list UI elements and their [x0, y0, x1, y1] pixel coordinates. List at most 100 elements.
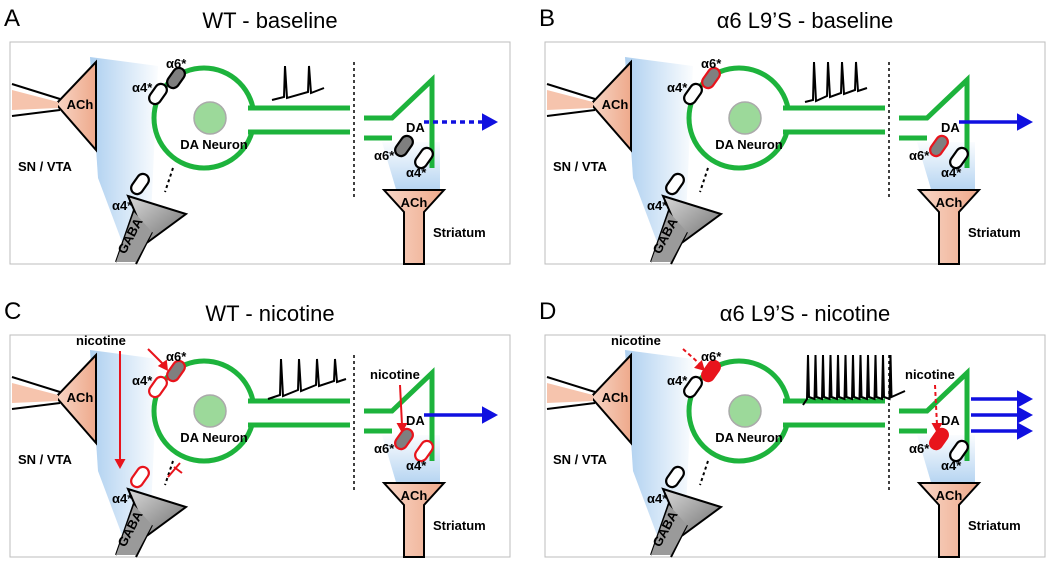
alpha4-receptor-terminal: [414, 146, 434, 170]
striatum-label: Striatum: [968, 225, 1021, 240]
da-nucleus: [728, 394, 762, 428]
ach-label-left: ACh: [67, 390, 94, 405]
release-arrowhead-3: [1017, 422, 1033, 440]
da-label: DA: [406, 120, 425, 135]
alpha4-label-soma: α4*: [132, 80, 153, 95]
nicotine-arrowhead-a6: [157, 359, 168, 371]
ach-soma-striatum: [916, 482, 982, 558]
alpha6-label-soma: α6*: [701, 56, 722, 71]
da-axon-gap: [248, 108, 350, 132]
gaba-synapse: [699, 167, 709, 193]
alpha4-receptor-soma: [148, 82, 168, 106]
alpha4-receptor-gaba: [665, 172, 685, 196]
sn-vta-field: [90, 57, 158, 242]
ach-label-left: ACh: [67, 97, 94, 112]
release-arrowhead: [1017, 113, 1033, 131]
alpha4-receptor-terminal: [949, 146, 969, 170]
alpha6-receptor-soma: [701, 66, 721, 90]
release-arrowhead: [482, 406, 498, 424]
alpha6-label-soma: α6*: [166, 349, 187, 364]
alpha4-label-gaba: α4*: [112, 198, 133, 213]
ach-soma-left: [589, 59, 632, 153]
gaba-synapse: [164, 460, 174, 486]
da-nucleus: [193, 394, 227, 428]
region-label: SN / VTA: [18, 159, 73, 174]
gaba-axon: [650, 502, 688, 558]
alpha6-label-terminal: α6*: [909, 441, 930, 456]
panel-letter: D: [539, 298, 556, 325]
ach-axon-left: [546, 83, 596, 117]
da-terminal: [899, 74, 970, 168]
panel-title: α6 L9’S - baseline: [717, 8, 894, 33]
alpha6-label-terminal: α6*: [909, 148, 930, 163]
ach-label-striatum: ACh: [401, 195, 428, 210]
da-terminal: [364, 74, 435, 168]
firing-trace: [267, 358, 347, 400]
alpha4-label-terminal: α4*: [406, 458, 427, 473]
ach-soma-left: [54, 59, 97, 153]
da-neuron-label: DA Neuron: [180, 430, 247, 445]
alpha4-receptor-terminal: [949, 439, 969, 463]
da-label: DA: [941, 413, 960, 428]
gaba-axon-fill: [651, 212, 687, 262]
gaba-axon: [115, 209, 153, 265]
firing-trace: [271, 65, 325, 101]
alpha4-receptor-soma: [683, 82, 703, 106]
sn-vta-field: [625, 350, 693, 535]
nicotine-arrowhead-a6: [694, 360, 705, 371]
ach-soma-striatum: [381, 189, 447, 265]
ach-axon-fill: [12, 383, 58, 403]
da-axon: [248, 105, 350, 135]
alpha6-receptor-soma: [701, 359, 721, 383]
alpha4-label-gaba: α4*: [112, 491, 133, 506]
da-axon-gap: [783, 108, 885, 132]
alpha4-label-gaba: α4*: [647, 491, 668, 506]
alpha4-label-gaba: α4*: [647, 198, 668, 213]
alpha4-receptor-gaba: [130, 172, 150, 196]
da-nucleus: [193, 101, 227, 135]
alpha6-receptor-terminal: [394, 134, 414, 158]
gaba-inhibition-bar: [167, 462, 183, 478]
da-terminal: [364, 367, 435, 461]
nicotine-arrowhead-gaba: [114, 459, 126, 469]
ach-axon-fill: [547, 90, 593, 110]
nicotine-label-soma: nicotine: [76, 333, 126, 348]
alpha4-label-terminal: α4*: [941, 165, 962, 180]
panel-letter: A: [4, 5, 20, 32]
nicotine-label-soma: nicotine: [611, 333, 661, 348]
striatum-label: Striatum: [968, 518, 1021, 533]
da-nucleus: [728, 101, 762, 135]
release-arrowhead: [482, 113, 498, 131]
alpha6-receptor-soma: [166, 359, 186, 383]
alpha6-label-soma: α6*: [166, 56, 187, 71]
ach-axon-left: [11, 376, 61, 410]
alpha4-receptor-terminal: [414, 439, 434, 463]
da-neuron-label: DA Neuron: [180, 137, 247, 152]
da-axon-gap: [248, 401, 350, 425]
striatum-label: Striatum: [433, 225, 486, 240]
gaba-axon-fill: [116, 505, 152, 555]
gaba-synapse: [164, 167, 174, 193]
da-label: DA: [941, 120, 960, 135]
nicotine-arrow-a6: [147, 348, 165, 366]
alpha4-receptor-gaba: [665, 465, 685, 489]
sn-vta-field: [90, 350, 158, 535]
alpha4-label-soma: α4*: [667, 80, 688, 95]
da-axon: [783, 105, 885, 135]
ach-label-striatum: ACh: [401, 488, 428, 503]
ach-axon-left: [546, 376, 596, 410]
ach-axon-fill: [547, 383, 593, 403]
gaba-axon: [115, 502, 153, 558]
alpha4-receptor-gaba: [130, 465, 150, 489]
gaba-axon-fill: [651, 505, 687, 555]
alpha4-label-soma: α4*: [132, 373, 153, 388]
gaba-axon: [650, 209, 688, 265]
ach-soma-left: [54, 352, 97, 446]
nicotine-arrowhead-terminal: [931, 423, 943, 433]
da-axon: [783, 398, 885, 428]
ach-label-left: ACh: [602, 390, 629, 405]
